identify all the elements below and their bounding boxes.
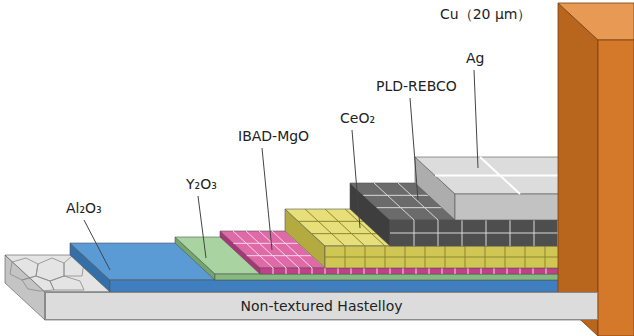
substrate-label: Non-textured Hastelloy	[241, 298, 403, 314]
leader-line	[410, 98, 418, 200]
mgo-grid	[390, 268, 391, 274]
leader-line	[474, 70, 478, 168]
mgo-grid	[299, 268, 300, 274]
mgo-grid	[416, 268, 417, 274]
layer-label: Y₂O₃	[186, 176, 217, 193]
mgo-grid	[468, 268, 469, 274]
mgo-grid	[494, 268, 495, 274]
cu-front	[598, 40, 634, 336]
rebco-grid	[374, 183, 414, 220]
layer-label: PLD-REBCO	[376, 78, 457, 95]
cu-top	[558, 3, 634, 40]
ag-split	[480, 157, 520, 194]
y2o3-layer-front	[215, 274, 598, 280]
mgo-grid	[273, 268, 274, 274]
leader-line	[84, 220, 110, 270]
mgo-grid	[507, 268, 508, 274]
layer-label: IBAD-MgO	[238, 128, 309, 145]
mgo-grid	[351, 268, 352, 274]
layer-label: CeO₂	[340, 110, 375, 127]
mgo-grid	[520, 268, 521, 274]
mgo-grid	[455, 268, 456, 274]
mgo-grid	[286, 268, 287, 274]
hastelloy-front	[45, 292, 598, 320]
mgo-grid	[403, 268, 404, 274]
al2o3-layer-front	[110, 280, 598, 292]
ceo2-grid	[305, 209, 345, 246]
mgo-grid	[546, 268, 547, 274]
cu-side	[558, 3, 598, 336]
layer-label: Al₂O₃	[66, 200, 102, 217]
mgo-grid	[377, 268, 378, 274]
al2o3-layer-top	[70, 243, 598, 280]
mgo-grid	[429, 268, 430, 274]
leader-line	[352, 130, 360, 228]
mgo-grid	[481, 268, 482, 274]
mgo-grid	[325, 268, 326, 274]
ceo2-grid	[325, 257, 598, 258]
layer-label: Ag	[466, 50, 484, 67]
mgo-grid	[442, 268, 443, 274]
mgo-grid	[364, 268, 365, 274]
mgo-grid	[233, 231, 273, 268]
stabiliser-label: Cu（20 μm）	[440, 6, 531, 23]
mgo-layer-front	[260, 268, 598, 274]
leader-line	[262, 148, 272, 250]
mgo-grid	[246, 231, 286, 268]
mgo-grid	[533, 268, 534, 274]
leader-line	[198, 196, 206, 258]
grain-boundary	[22, 276, 54, 291]
ceo2-layer-front	[325, 246, 598, 268]
grain-boundary	[50, 276, 84, 290]
ag-split	[435, 175, 578, 177]
mgo-grid	[312, 268, 313, 274]
mgo-grid	[338, 268, 339, 274]
substrate-face: Non-textured Hastelloy	[45, 292, 598, 320]
